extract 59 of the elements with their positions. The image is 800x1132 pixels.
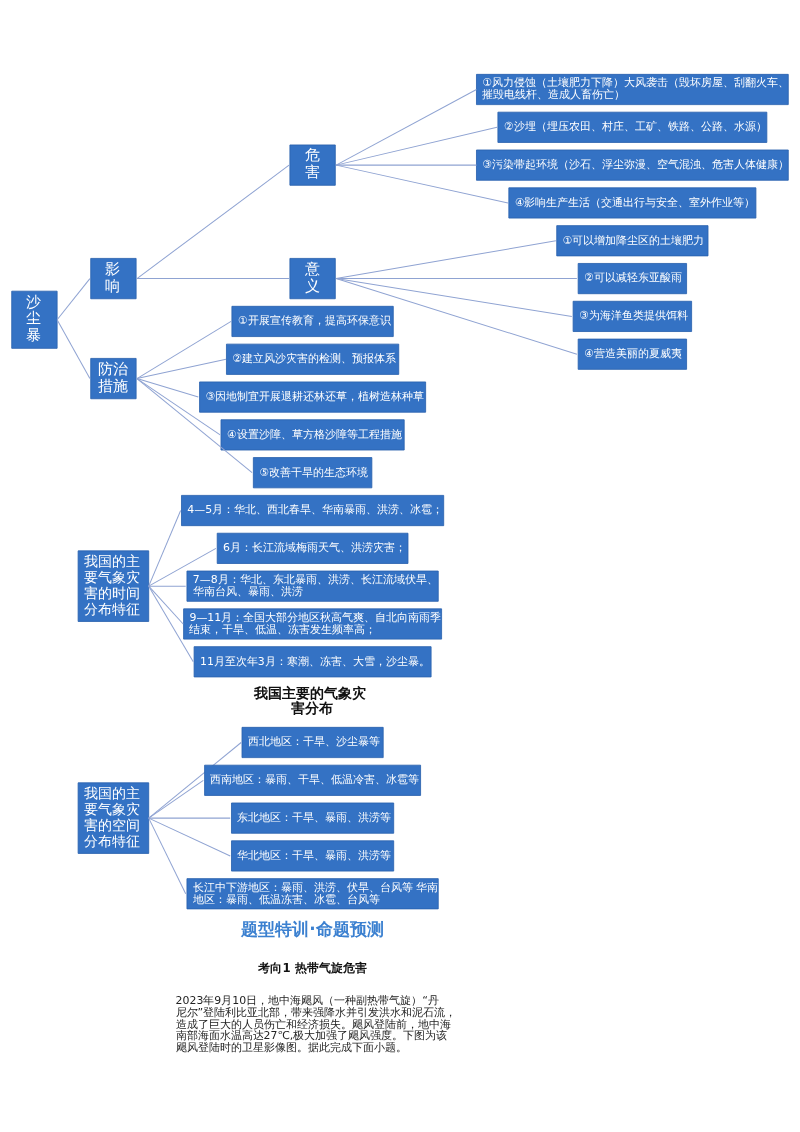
connector [136, 378, 253, 474]
node-box: 我国的主要气象灾害的空间分布特征 [77, 782, 150, 854]
connector [148, 510, 182, 587]
connector [335, 278, 578, 355]
connector [136, 378, 221, 436]
node-box: 7—8月：华北、东北暴雨、洪涝、长江流域伏旱、华南台风、暴雨、洪涝 [186, 570, 439, 602]
connector [148, 585, 194, 663]
connector [136, 358, 227, 380]
node-box: 影响 [90, 258, 137, 300]
node-box: 防治措施 [90, 358, 137, 400]
node-box: 西北地区：干旱、沙尘暴等 [241, 726, 384, 759]
node-box: 我国的主要气象灾害的时间分布特征 [77, 550, 150, 622]
node-box: ①可以增加降尘区的土壤肥力 [556, 225, 709, 257]
connector [335, 164, 509, 204]
node-box: ③为海洋鱼类提供饵料 [572, 300, 693, 332]
node-box: ②建立风沙灾害的检测、预报体系 [226, 343, 400, 375]
node-box: 11月至次年3月：寒潮、冻害、大雪，沙尘暴。 [193, 646, 432, 678]
connector [56, 278, 91, 321]
node-box: ②沙埋（埋压农田、村庄、工矿、铁路、公路、水源） [497, 111, 768, 143]
connector [136, 378, 199, 398]
label: 考向1 热带气旋危害 [258, 960, 367, 975]
node-box: 东北地区：干旱、暴雨、洪涝等 [231, 802, 395, 834]
connector [148, 817, 187, 895]
node-box: 沙尘暴 [11, 290, 58, 349]
node-box: ③污染带起环境（沙石、浮尘弥漫、空气混浊、危害人体健康） [476, 149, 789, 181]
connector [335, 278, 573, 317]
connector [335, 89, 477, 166]
connector [148, 817, 231, 819]
node-box: ③因地制宜开展退耕还林还草，植树造林种草 [199, 381, 427, 413]
node-box: 西南地区：暴雨、干旱、低温冷害、冰雹等 [204, 764, 421, 796]
connector [136, 278, 290, 280]
node-box: ④设置沙障、草方格沙障等工程措施 [220, 419, 405, 451]
node-box: 6月：长江流域梅雨天气、洪涝灾害； [216, 532, 409, 564]
node-box: ④影响生产生活（交通出行与安全、室外作业等） [508, 187, 757, 219]
connector [136, 320, 232, 380]
connector [148, 585, 187, 587]
connector [56, 319, 91, 380]
node-box: ②可以减轻东亚酸雨 [577, 263, 687, 295]
label: 我国主要的气象灾害分布 [254, 685, 367, 716]
node-box: ⑤改善干旱的生态环境 [252, 457, 373, 489]
node-box: 意义 [289, 258, 336, 300]
label: 2023年9月10日，地中海飓风（一种副热带气旋）“丹尼尔”登陆利比亚北部，带来强降水并引发洪水和泥石流，造成了巨大的人员伤亡和经济损失。飓风登陆前，地中海南部海面水温高达27℃,极大加强了飓风强度。下图为该飓风登陆时的卫星影像图。据此完成下面小题。 [175, 994, 457, 1055]
connector [148, 817, 231, 857]
connector [136, 164, 290, 280]
node-box: 长江中下游地区：暴雨、洪涝、伏旱、台风等 华南地区：暴雨、低温冻害、冰雹、台风等 [186, 878, 439, 910]
node-box: ④营造美丽的夏威夷 [577, 338, 687, 370]
node-box: ①开展宣传教育，提高环保意识 [231, 305, 394, 337]
node-box: ①风力侵蚀（土壤肥力下降）大风袭击（毁坏房屋、刮翻火车、摧毁电线杆、造成人畜伤亡） [476, 73, 789, 106]
node-box: 华北地区：干旱、暴雨、洪涝等 [231, 840, 395, 872]
node-box: 9—11月：全国大部分地区秋高气爽、自北向南雨季结束，干旱、低温、冻害发生频率高； [183, 608, 443, 640]
node-box: 4—5月：华北、西北春旱、华南暴雨、洪涝、冰雹； [181, 495, 445, 527]
connector [148, 779, 204, 819]
connector [148, 742, 242, 819]
node-box: 危害 [289, 144, 336, 186]
connector [335, 164, 477, 166]
label: 题型特训·命题预测 [241, 918, 384, 939]
connector [148, 585, 184, 625]
connector [148, 547, 217, 587]
connector [335, 126, 498, 166]
